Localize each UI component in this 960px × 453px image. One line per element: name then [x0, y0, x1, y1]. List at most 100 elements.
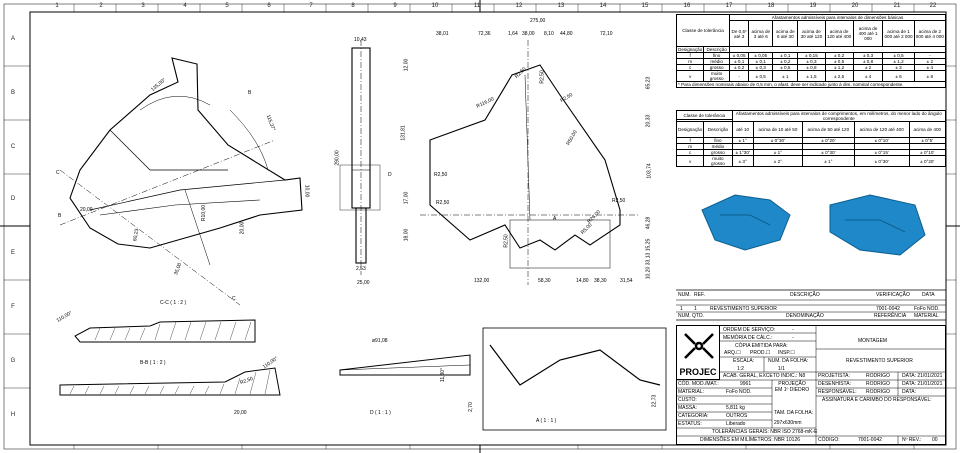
montagem: MONTAGEM — [858, 338, 888, 344]
zone-22: 22 — [929, 3, 937, 9]
dim-r2-5-e: R2,50 — [436, 200, 450, 206]
parts-row-ref: 7001-0042 — [876, 306, 900, 312]
tol1-col: De 0,5* até 3 — [729, 20, 750, 47]
tol1-class-header: Classe de tolerância — [675, 14, 731, 47]
tolerance-table-linear: Classe de tolerância Afastamentos admiss… — [675, 14, 947, 88]
dim-r10: R10,00 — [201, 204, 208, 222]
tol2-col: acima de 10 até 50 — [752, 121, 803, 138]
zone-4: 4 — [183, 3, 187, 9]
copia-insp[interactable]: INSP.☐ — [778, 350, 795, 356]
zone-5: 5 — [225, 3, 229, 9]
title-block — [676, 325, 946, 445]
cell: ± 1° — [801, 155, 855, 167]
parts-row-desc: REVESTIMENTO SUPERIOR — [710, 306, 777, 312]
zone-14: 14 — [599, 3, 607, 9]
zone-8: 8 — [351, 3, 355, 9]
marker-c-left: C — [56, 170, 60, 176]
massa-value: 5,811 kg — [726, 405, 745, 411]
zone-1: 1 — [55, 3, 59, 9]
marker-c-bottom: C — [232, 296, 236, 302]
side-dim-height: 290,00 — [334, 150, 341, 166]
cell: ± 2,5 — [824, 70, 854, 82]
dim-right-7: 10,20 — [645, 266, 652, 280]
parts-f-ref: REFERÊNCIA — [874, 313, 907, 319]
cell: - — [729, 70, 750, 82]
copia-arq[interactable]: ARQ.☐ — [724, 350, 741, 356]
tol1-sub: Designação — [675, 46, 705, 53]
massa-label: MASSA: — [678, 405, 697, 411]
assinatura: ASSINATURA E CARIMBO DO RESPONSÁVEL: — [822, 397, 932, 403]
zone-10: 10 — [431, 3, 439, 9]
dim-seg-5: 8,10 — [544, 31, 554, 37]
n-rev-label: Nº REV.: — [902, 437, 922, 443]
dim-bottom-1: 132,00 — [474, 278, 490, 284]
responsavel-data: DATA: — [902, 389, 916, 395]
cell: ± 1,5 — [797, 70, 826, 82]
zone-b: B — [10, 90, 15, 96]
estatus-label: ESTATUS: — [678, 421, 702, 427]
dim-right-3: 103,74 — [646, 163, 653, 179]
tol1-col: acima de 30 até 120 — [797, 20, 826, 47]
cell: ± 0°30' — [853, 155, 910, 167]
zone-9: 9 — [393, 3, 397, 9]
zone-17: 17 — [725, 3, 733, 9]
parts-row-qty: 1 — [694, 306, 697, 312]
desenhista-label: DESENHISTA: — [818, 381, 851, 387]
parts-f-material: MATERIAL — [914, 313, 939, 319]
zone-a: A — [10, 36, 15, 42]
side-dim-small: 2,53 — [356, 266, 366, 272]
dim-left-1: 12,00 — [403, 58, 410, 72]
dim-seg-1: 38,01 — [436, 31, 449, 37]
main-top-view — [429, 64, 621, 251]
tol2-sub: Descrição — [703, 121, 733, 138]
dim-seg-2: 72,36 — [478, 31, 491, 37]
dim-right-2: 20,33 — [645, 114, 652, 128]
dim-20-right: 20,00 — [239, 221, 246, 235]
estatus-value: Liberado — [726, 421, 746, 427]
codigo-label: CÓDIGO: — [818, 437, 840, 443]
zone-3: 3 — [141, 3, 145, 9]
material-value: FoFo NOD. — [726, 389, 752, 395]
dim-bottom-3: 14,80 — [576, 278, 589, 284]
cell: ± 2° — [752, 155, 803, 167]
cell: muito grosso — [703, 70, 731, 82]
tol2-col: até 10 — [731, 121, 754, 138]
zone-h: H — [10, 412, 16, 418]
parts-f-qty: QTD. — [692, 313, 704, 319]
escala-label: ESCALA: — [733, 358, 755, 364]
zone-21: 21 — [893, 3, 901, 9]
dim-right-4: 46,28 — [645, 216, 652, 230]
tol1-sub: Descrição — [703, 46, 731, 53]
detail-d-thickness: 2,70 — [467, 402, 474, 412]
dim-left-2: 131,81 — [400, 125, 407, 141]
escala-value: 1:2 — [737, 366, 744, 372]
projetista-value: RODRIGO — [866, 373, 890, 379]
parts-f-denom: DENOMINAÇÃO — [786, 313, 824, 319]
section-bb — [59, 367, 281, 396]
revestimento-title: REVESTIMENTO SUPERIOR — [846, 358, 913, 364]
cod-mod-value: 9961 — [740, 381, 752, 387]
dim-left-3: 17,00 — [403, 191, 410, 205]
zone-f: F — [11, 304, 15, 310]
tol2-col: acima de 50 até 120 — [801, 121, 855, 138]
parts-row-material: FoFo NOD. — [914, 306, 940, 312]
cell: ± 3° — [731, 155, 754, 167]
marker-b-top: B — [248, 90, 252, 96]
zone-12: 12 — [515, 3, 523, 9]
dim-r2-5-f: R2,50 — [612, 198, 626, 204]
tol1-col: acima de 400 até 1 000 — [852, 20, 884, 47]
projetista-label: PROJETISTA: — [818, 373, 850, 379]
n-rev-value: 00 — [932, 437, 938, 443]
copia-prod[interactable]: PROD.☐ — [750, 350, 771, 356]
zone-e: E — [10, 250, 15, 256]
cell: ± 8 — [913, 70, 947, 82]
responsavel-label: RESPONSÁVEL: — [818, 389, 857, 395]
detail-d-angle: 11,80° — [440, 367, 447, 383]
dim-r2-5-g: R2,50 — [503, 234, 510, 248]
detail-d-marker: D — [388, 172, 392, 178]
cell: ± 0°20' — [908, 155, 947, 167]
detail-d-diameter: ø91,08 — [372, 338, 388, 344]
parts-h-num: NUM. — [678, 292, 691, 298]
